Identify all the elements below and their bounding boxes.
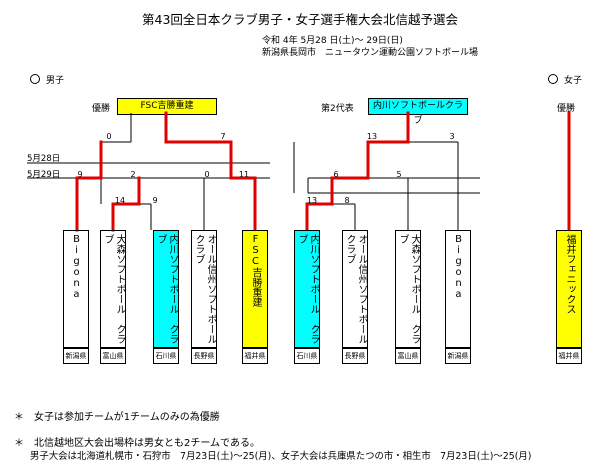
- prefecture-label: 富山県: [100, 348, 126, 364]
- prefecture-label: 新潟県: [445, 348, 471, 364]
- team-name: オール信州ソフトボールクラブ: [344, 234, 367, 344]
- team-box: オール信州ソフトボールクラブ: [342, 230, 368, 348]
- team-name: 内川ソフトボール クラブ: [155, 234, 178, 344]
- note-venues: 男子大会は北海道札幌市・石狩市 7月23日(土)～25(月)、女子大会は兵庫県た…: [30, 451, 532, 462]
- score-sf-a-right: 2: [130, 170, 136, 179]
- score-sf-a-left: 9: [77, 170, 83, 179]
- team-box: Bigona: [445, 230, 471, 348]
- men-label: 男子: [46, 76, 65, 86]
- prefecture-label: 長野県: [342, 348, 368, 364]
- score-sf-b-right: 11: [238, 170, 250, 179]
- team-name: 福井フェニックス: [564, 234, 575, 314]
- team-box: オール信州ソフトボールクラブ: [191, 230, 217, 348]
- score-final-right: 7: [220, 132, 226, 141]
- team-box: 大森ソフトボール クラブ: [100, 230, 126, 348]
- team-name: FSC吉勝重建: [250, 234, 261, 307]
- team-name: 大森ソフトボール クラブ: [397, 234, 420, 344]
- score-qf-b-left: 13: [306, 196, 318, 205]
- team-box: 内川ソフトボール クラブ: [294, 230, 320, 348]
- team-name: 大森ソフトボール クラブ: [102, 234, 125, 344]
- page-title: 第43回全日本クラブ男子・女子選手権大会北信越予選会: [142, 12, 458, 27]
- team-box: 大森ソフトボール クラブ: [395, 230, 421, 348]
- team-box: 福井フェニックス: [556, 230, 582, 348]
- prefecture-label: 石川県: [153, 348, 179, 364]
- team-name: オール信州ソフトボールクラブ: [193, 234, 216, 344]
- score-second-right: 3: [449, 132, 455, 141]
- women-champion-label: 優勝: [557, 104, 576, 114]
- team-box: Bigona: [63, 230, 89, 348]
- day2-label: 5月29日: [27, 170, 61, 180]
- score-sf-c-left: 6: [333, 170, 339, 179]
- men-champion-label: 優勝: [92, 104, 111, 114]
- note-quota: ＊ 北信越地区大会出場枠は男女とも2チームである。: [14, 438, 260, 449]
- score-sf-b-left: 0: [204, 170, 210, 179]
- score-final-left: 0: [106, 132, 112, 141]
- note-women: ＊ 女子は参加チームが1チームのみの為優勝: [14, 412, 220, 423]
- score-qf-a-left: 14: [114, 196, 126, 205]
- women-circle-icon: [548, 74, 558, 84]
- women-label: 女子: [564, 76, 583, 86]
- date-line: 令和 4年 5月28 日(土)～ 29日(日): [262, 36, 403, 46]
- venue-line: 新潟県長岡市 ニュータウン運動公園ソフトボール場: [262, 48, 479, 58]
- score-qf-b-right: 8: [344, 196, 350, 205]
- team-name: Bigona: [453, 234, 464, 300]
- men-second-label: 第2代表: [321, 104, 354, 114]
- score-sf-c-right: 5: [396, 170, 402, 179]
- prefecture-label: 新潟県: [63, 348, 89, 364]
- prefecture-label: 富山県: [395, 348, 421, 364]
- team-box: 内川ソフトボール クラブ: [153, 230, 179, 348]
- score-second-left: 13: [366, 132, 378, 141]
- prefecture-label: 石川県: [294, 348, 320, 364]
- day1-label: 5月28日: [27, 154, 61, 164]
- team-name: Bigona: [71, 234, 82, 300]
- prefecture-label: 福井県: [242, 348, 268, 364]
- prefecture-label: 長野県: [191, 348, 217, 364]
- men-circle-icon: [30, 74, 40, 84]
- team-name: 内川ソフトボール クラブ: [296, 234, 319, 344]
- men-second-team: 内川ソフトボールクラブ: [368, 98, 468, 126]
- team-box: FSC吉勝重建: [242, 230, 268, 348]
- score-qf-a-right: 9: [152, 196, 158, 205]
- prefecture-label: 福井県: [556, 348, 582, 364]
